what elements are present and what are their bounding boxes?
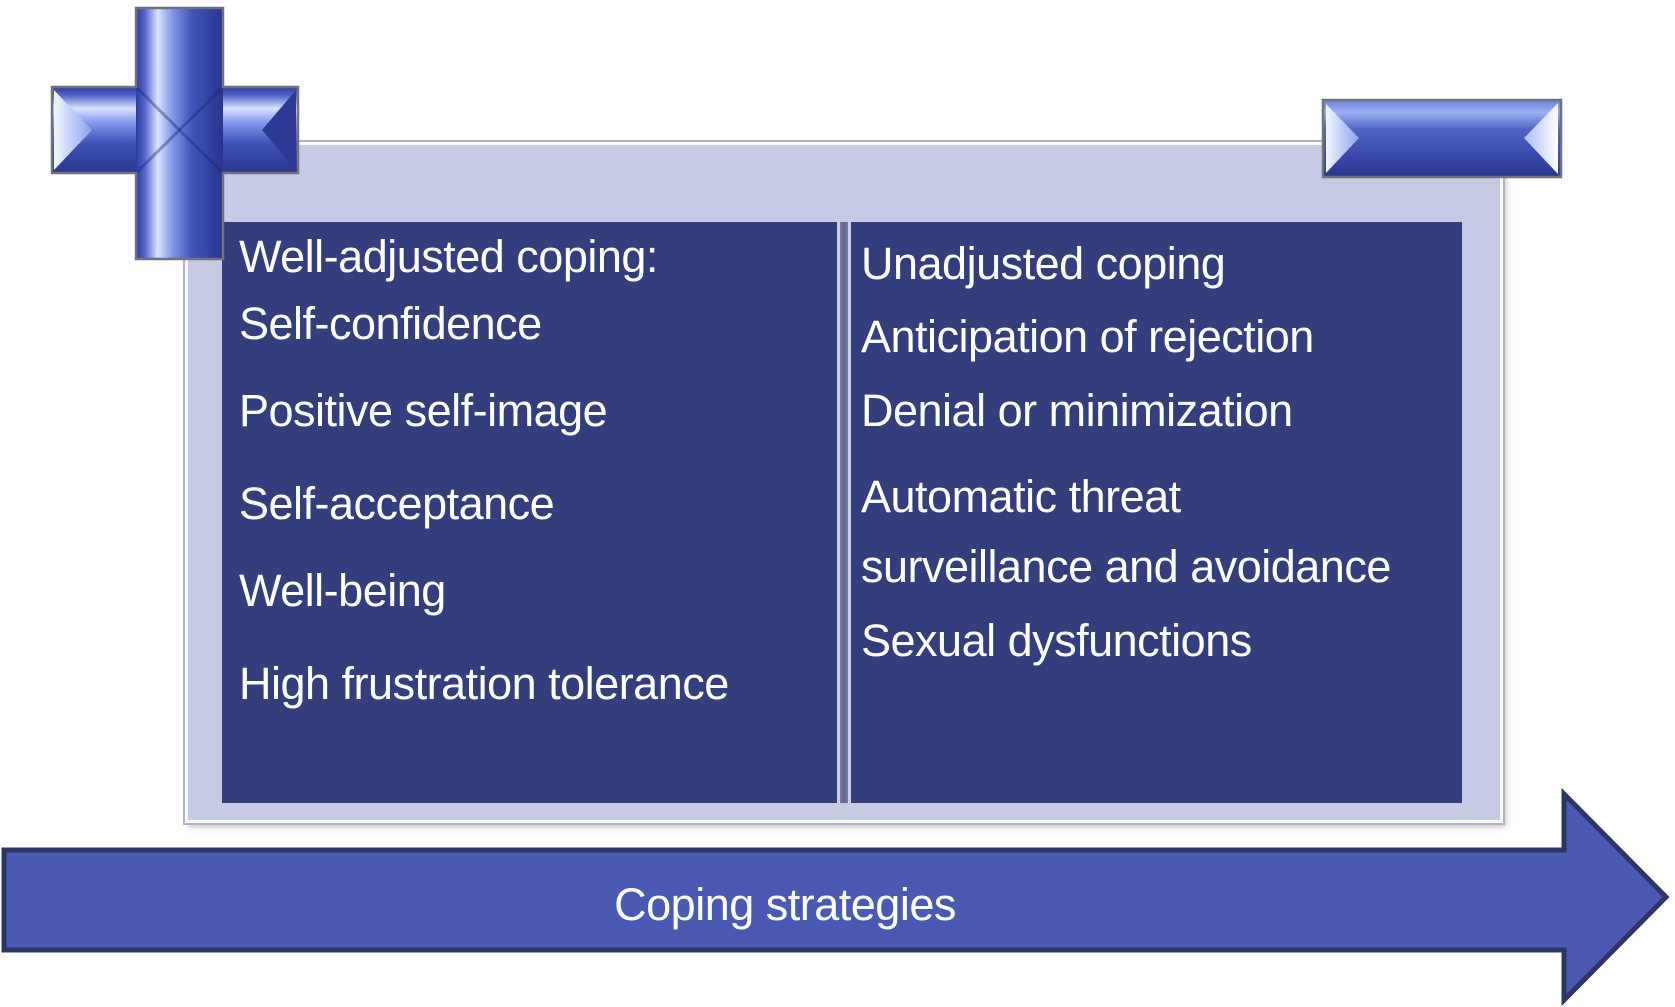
panel-text-line: Sexual dysfunctions [861,615,1252,666]
panel-text-line: Positive self-image [239,385,608,436]
coping-comparison-card: Well-adjusted coping: Self-confidence Po… [183,140,1505,825]
unadjusted-coping-panel: Unadjusted coping Anticipation of reject… [851,222,1462,803]
panel-text-line: Automatic threat [861,471,1181,522]
coping-strategies-arrow [1,787,1670,1007]
panel-text-line: Self-acceptance [239,478,555,529]
panel-divider [837,222,851,803]
panel-text-line: Self-confidence [239,298,542,349]
panel-text-line: Anticipation of rejection [861,311,1314,362]
minus-icon [1321,98,1563,179]
panel-text-line: High frustration tolerance [239,658,729,709]
well-adjusted-coping-panel: Well-adjusted coping: Self-confidence Po… [222,222,837,803]
panel-text-line: Well-being [239,565,446,616]
panel-text-line: Denial or minimization [861,385,1293,436]
panel-text-line: Unadjusted coping [861,238,1226,289]
panel-text-line: surveillance and avoidance [861,541,1391,592]
right-arrow-shape [1,787,1670,1007]
panel-text-line: Well-adjusted coping: [239,231,658,282]
plus-icon [50,6,300,261]
arrow-label: Coping strategies [614,879,956,930]
